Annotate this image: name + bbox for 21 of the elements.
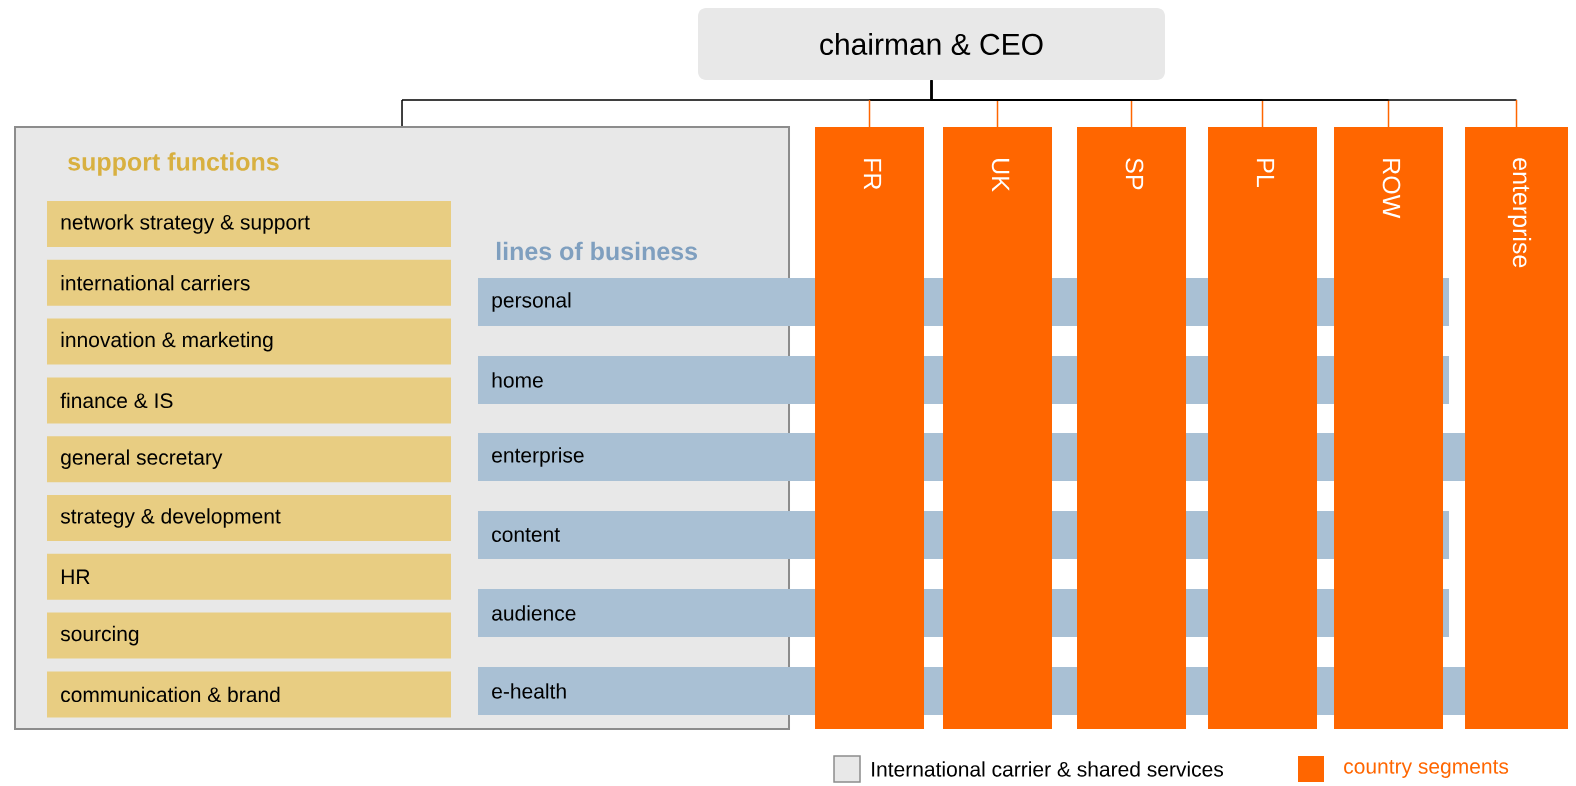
segment-column: FR xyxy=(815,127,924,729)
segment-column: ROW xyxy=(1334,127,1443,729)
group-heading: lines of business xyxy=(496,241,697,261)
function-box: innovation & marketing xyxy=(47,318,451,365)
legend-label: country segments xyxy=(1344,760,1509,778)
function-box: strategy & development xyxy=(47,495,451,541)
segment-column: PL xyxy=(1208,127,1317,729)
segment-column: enterprise xyxy=(1465,127,1568,729)
segment-column: UK xyxy=(943,127,1052,729)
function-box: network strategy & support xyxy=(47,201,451,247)
function-box: finance & IS xyxy=(47,377,451,424)
function-box: sourcing xyxy=(47,612,451,659)
segment-column: SP xyxy=(1077,127,1186,729)
group-heading: support functions xyxy=(68,152,279,176)
function-box: communication & brand xyxy=(47,671,451,718)
title-box: chairman & CEO xyxy=(698,8,1165,80)
function-box: HR xyxy=(47,553,451,600)
function-box: international carriers xyxy=(47,259,451,306)
function-box: general secretary xyxy=(47,436,451,483)
legend-label: International carrier & shared services xyxy=(872,761,1224,777)
connector-line xyxy=(930,79,1518,128)
